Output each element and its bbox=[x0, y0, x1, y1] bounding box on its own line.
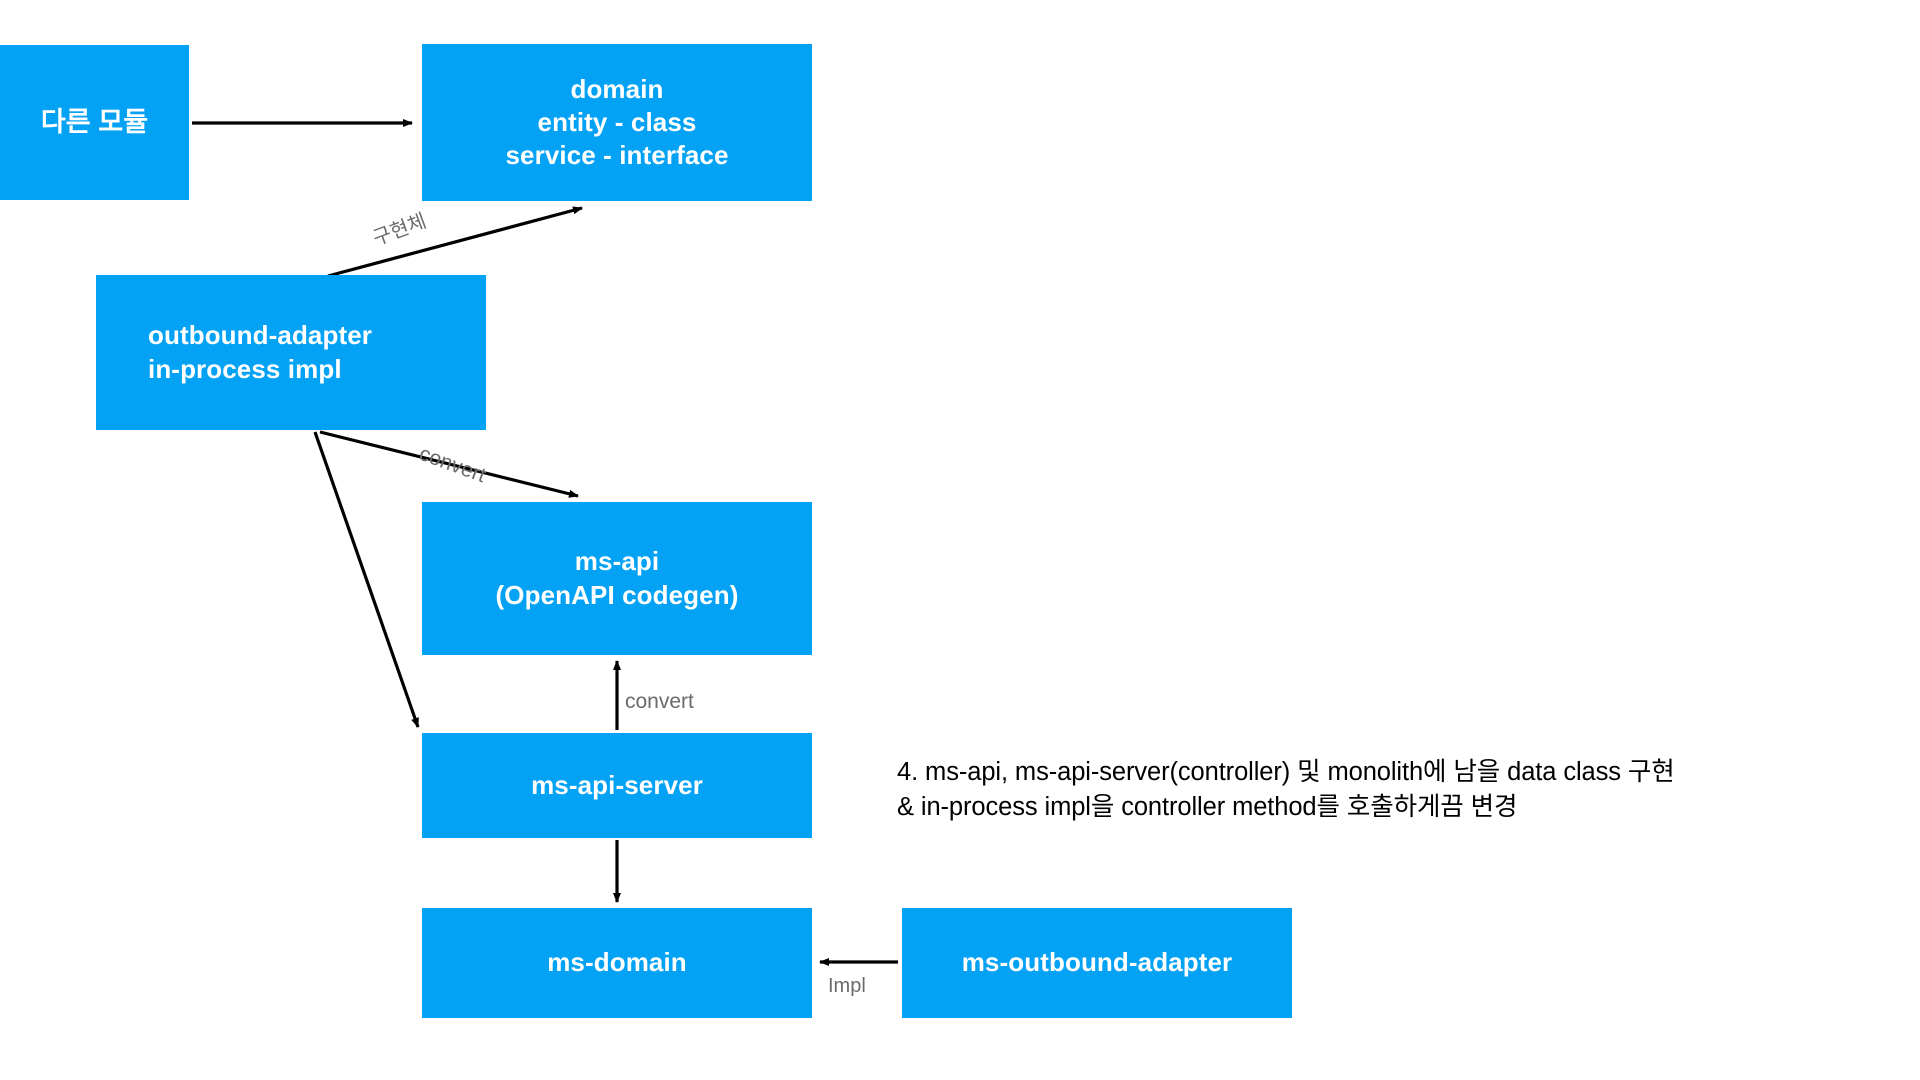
node-domain[interactable]: domain entity - class service - interfac… bbox=[422, 44, 812, 201]
node-ms-domain[interactable]: ms-domain bbox=[422, 908, 812, 1018]
node-ms-domain-line-1: ms-domain bbox=[547, 947, 687, 978]
annotation-text: 4. ms-api, ms-api-server(controller) 및 m… bbox=[897, 755, 1907, 825]
edge-outbound-adapter-to-domain bbox=[327, 206, 583, 278]
node-outbound-adapter-line-2: in-process impl bbox=[148, 353, 342, 384]
edge-label-impl: Impl bbox=[828, 975, 866, 997]
node-ms-api-server[interactable]: ms-api-server bbox=[422, 733, 812, 838]
node-other-module[interactable]: 다른 모듈 bbox=[0, 45, 189, 200]
node-other-module-line-1: 다른 모듈 bbox=[40, 107, 149, 138]
node-domain-line-3: service - interface bbox=[505, 140, 729, 171]
node-ms-outbound-adapter[interactable]: ms-outbound-adapter bbox=[902, 908, 1292, 1018]
annotation-line-2: & in-process impl을 controller method를 호출… bbox=[897, 793, 1518, 822]
edge-label-convert-diagonal: convert bbox=[416, 442, 489, 488]
node-ms-api-line-2: (OpenAPI codegen) bbox=[495, 579, 739, 610]
node-domain-line-1: domain bbox=[570, 73, 664, 104]
node-ms-api-server-line-1: ms-api-server bbox=[531, 769, 703, 800]
node-ms-api-line-1: ms-api bbox=[574, 546, 660, 577]
node-ms-outbound-adapter-line-1: ms-outbound-adapter bbox=[961, 947, 1233, 978]
annotation-line-1: 4. ms-api, ms-api-server(controller) 및 m… bbox=[897, 758, 1675, 786]
node-ms-api[interactable]: ms-api (OpenAPI codegen) bbox=[422, 502, 812, 655]
node-outbound-adapter-line-1: outbound-adapter bbox=[148, 320, 373, 351]
node-domain-line-2: entity - class bbox=[537, 106, 697, 137]
node-outbound-adapter[interactable]: outbound-adapter in-process impl bbox=[96, 275, 486, 430]
edge-label-convert-vertical: convert bbox=[625, 690, 694, 713]
edge-label-gurhyeonche: 구현체 bbox=[370, 210, 430, 251]
edge-outbound-adapter-to-ms-api-server bbox=[313, 431, 420, 728]
